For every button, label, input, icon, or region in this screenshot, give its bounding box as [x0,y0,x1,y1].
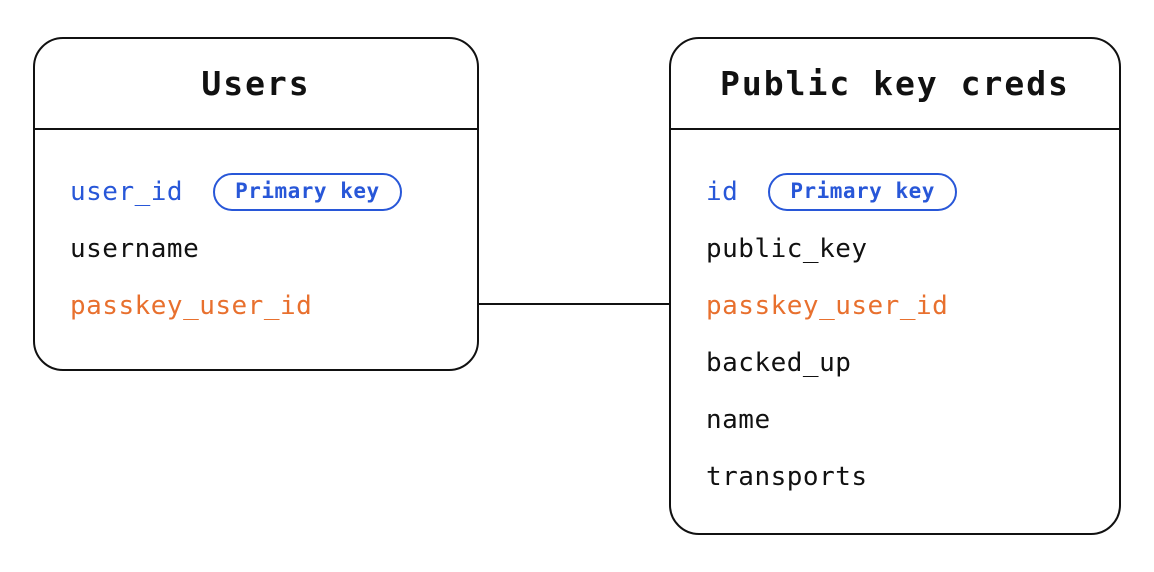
field-name-username: username [70,233,200,264]
field-row: transports [706,448,1119,505]
entity-users-fields: user_id Primary key username passkey_use… [35,130,477,334]
field-row: username [70,220,477,277]
field-row: passkey_user_id [70,277,477,334]
field-row: name [706,391,1119,448]
primary-key-badge: Primary key [213,172,402,211]
field-row: passkey_user_id [706,277,1119,334]
field-row: public_key [706,220,1119,277]
entity-public-key-creds-title: Public key creds [671,39,1119,130]
field-row: backed_up [706,334,1119,391]
field-row: id Primary key [706,163,1119,220]
field-name-id: id [706,176,739,207]
field-name-name: name [706,404,771,435]
field-name-transports: transports [706,461,868,492]
field-name-passkey-user-id: passkey_user_id [706,290,949,321]
entity-users: Users user_id Primary key username passk… [33,37,479,371]
relationship-line [479,303,669,305]
field-row: user_id Primary key [70,163,477,220]
primary-key-badge: Primary key [768,172,957,211]
field-name-passkey-user-id: passkey_user_id [70,290,313,321]
field-name-backed-up: backed_up [706,347,852,378]
entity-users-title: Users [35,39,477,130]
entity-public-key-creds-fields: id Primary key public_key passkey_user_i… [671,130,1119,505]
field-name-public-key: public_key [706,233,868,264]
field-name-user-id: user_id [70,176,184,207]
entity-public-key-creds: Public key creds id Primary key public_k… [669,37,1121,535]
